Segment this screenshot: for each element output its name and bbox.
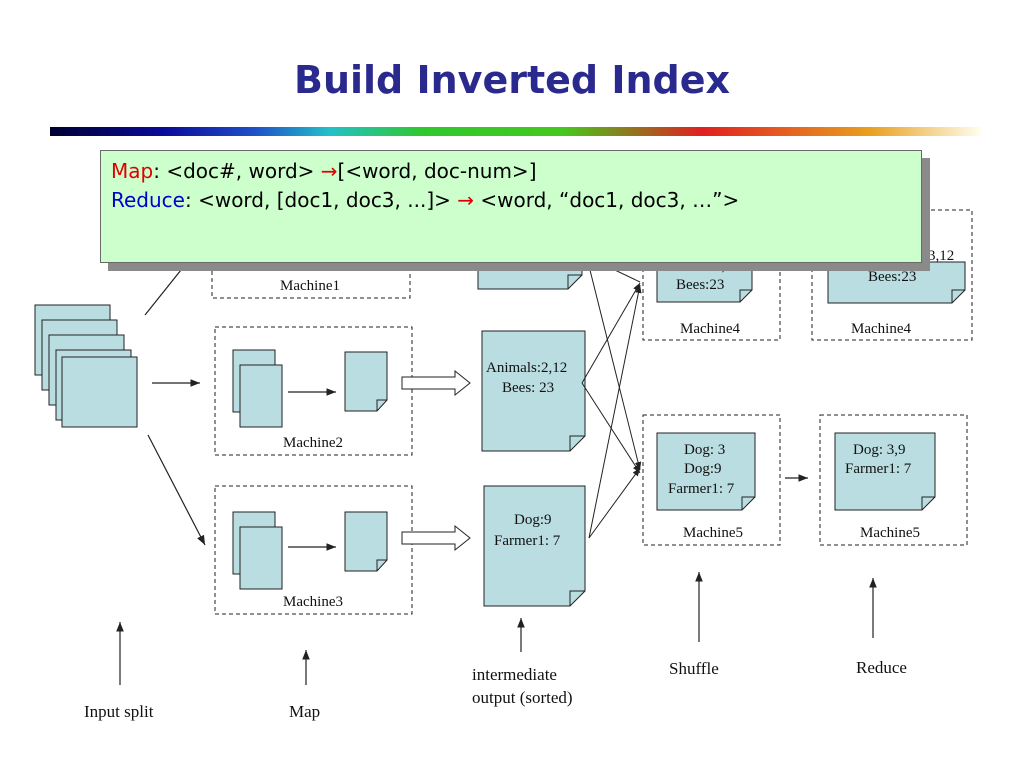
- machine4-reduce-line1: 3,12: [928, 248, 954, 264]
- machine5-reduce-line1: Dog: 3,9: [853, 442, 906, 458]
- label-intermediate-line2: output (sorted): [472, 688, 573, 707]
- slide-title: Build Inverted Index: [293, 58, 731, 102]
- machine3-label: Machine3: [283, 594, 343, 610]
- map-keyword: Map: [111, 159, 154, 183]
- label-intermediate-line1: intermediate: [472, 665, 557, 684]
- machine2-box: [214, 326, 413, 456]
- reduce-keyword: Reduce: [111, 188, 185, 212]
- machine5-shuffle-line1: Dog: 3: [684, 442, 725, 458]
- machine5-reduce-line2: Farmer1: 7: [845, 461, 912, 477]
- input-to-machine3-arrow: [147, 434, 206, 546]
- stage-pointer-arrows: [116, 572, 877, 685]
- input-to-machine1-arrow: [144, 264, 186, 316]
- reduce-line: Reduce: <word, [doc1, doc3, ...]> → <wor…: [111, 186, 921, 215]
- reduce-output: <word, “doc1, doc3, …”>: [474, 188, 740, 212]
- map-line: Map: <doc#, word> →[<word, doc-num>]: [111, 157, 921, 186]
- machine4-reduce-line2: Bees:23: [868, 269, 916, 285]
- map-output: [<word, doc-num>]: [337, 159, 537, 183]
- machine5-reduce-box: [819, 414, 968, 546]
- machine5-shuffle-box: [642, 414, 781, 546]
- title-gradient-rule: [50, 127, 982, 136]
- machine5-shuffle-line2: Dog:9: [684, 461, 722, 477]
- intermediate-doc1: [477, 261, 583, 290]
- machine4-shuffle-box: [642, 261, 781, 341]
- svg-text:Animals:2,12: Animals:2,12: [486, 360, 567, 376]
- machine4-shuffle-line2: Bees:23: [676, 277, 724, 293]
- map-arrow-icon: →: [320, 159, 338, 183]
- intermediate-doc2: Animals:2,12 Bees: 23: [481, 330, 586, 452]
- intermediate-doc3: Dog:9 Farmer1: 7: [483, 485, 586, 607]
- machine2-output-arrow: [401, 369, 471, 397]
- machine5-shuffle-line3: Farmer1: 7: [668, 481, 735, 497]
- svg-text:Dog:9: Dog:9: [514, 512, 552, 528]
- shuffle-arrows: [581, 261, 642, 539]
- label-reduce: Reduce: [856, 658, 907, 677]
- reduce-signature: : <word, [doc1, doc3, ...]>: [184, 188, 458, 212]
- machine4-shuffle-label: Machine4: [680, 321, 740, 337]
- map-reduce-callout: Map: <doc#, word> →[<word, doc-num>] Red…: [100, 150, 922, 263]
- svg-text:Farmer1: 7: Farmer1: 7: [494, 533, 561, 549]
- map-signature: : <doc#, word>: [153, 159, 321, 183]
- label-input-split: Input split: [84, 702, 154, 721]
- svg-text:Bees: 23: Bees: 23: [502, 380, 554, 396]
- machine3-output-arrow: [401, 524, 471, 552]
- machine4-reduce-label: Machine4: [851, 321, 911, 337]
- machine5-shuffle-label: Machine5: [683, 525, 743, 541]
- reduce-arrow-icon: →: [457, 188, 475, 212]
- machine3-box: [214, 485, 413, 615]
- input-split-docs: [34, 304, 138, 428]
- label-shuffle: Shuffle: [669, 659, 719, 678]
- machine5-reduce-label: Machine5: [860, 525, 920, 541]
- label-map: Map: [289, 702, 320, 721]
- machine2-label: Machine2: [283, 435, 343, 451]
- machine1-label: Machine1: [280, 278, 340, 294]
